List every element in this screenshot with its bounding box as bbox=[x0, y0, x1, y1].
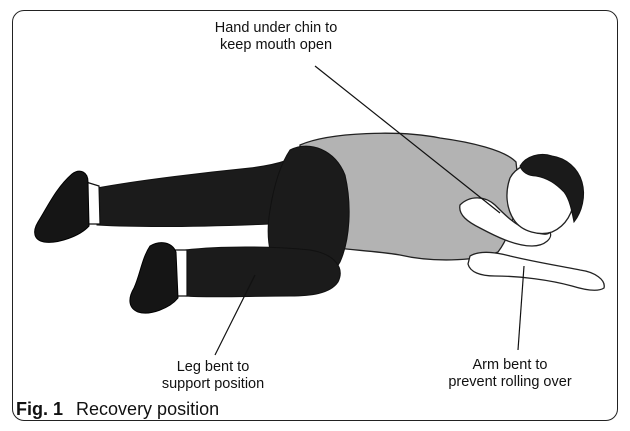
upper-shoe-shape bbox=[35, 171, 89, 242]
figure-title: Recovery position bbox=[76, 399, 219, 419]
forward-arm-shape bbox=[468, 252, 604, 290]
chin-label-line-2: keep mouth open bbox=[196, 37, 356, 54]
arm-label-line-2: prevent rolling over bbox=[440, 374, 580, 391]
leg-label-line-1: Leg bent to bbox=[138, 359, 288, 376]
chin-label: Hand under chin to keep mouth open bbox=[196, 20, 356, 54]
leg-label-line-2: support position bbox=[138, 376, 288, 393]
figure-number: Fig. 1 bbox=[16, 399, 63, 419]
arm-label: Arm bent to prevent rolling over bbox=[440, 357, 580, 391]
chin-label-line-1: Hand under chin to bbox=[196, 20, 356, 37]
arm-leader-line bbox=[518, 266, 524, 350]
lower-shoe-shape bbox=[130, 243, 178, 313]
arm-label-line-1: Arm bent to bbox=[440, 357, 580, 374]
bent-shin-shape bbox=[185, 247, 340, 297]
figure-caption: Fig. 1 Recovery position bbox=[16, 399, 219, 420]
leg-label: Leg bent to support position bbox=[138, 359, 288, 393]
